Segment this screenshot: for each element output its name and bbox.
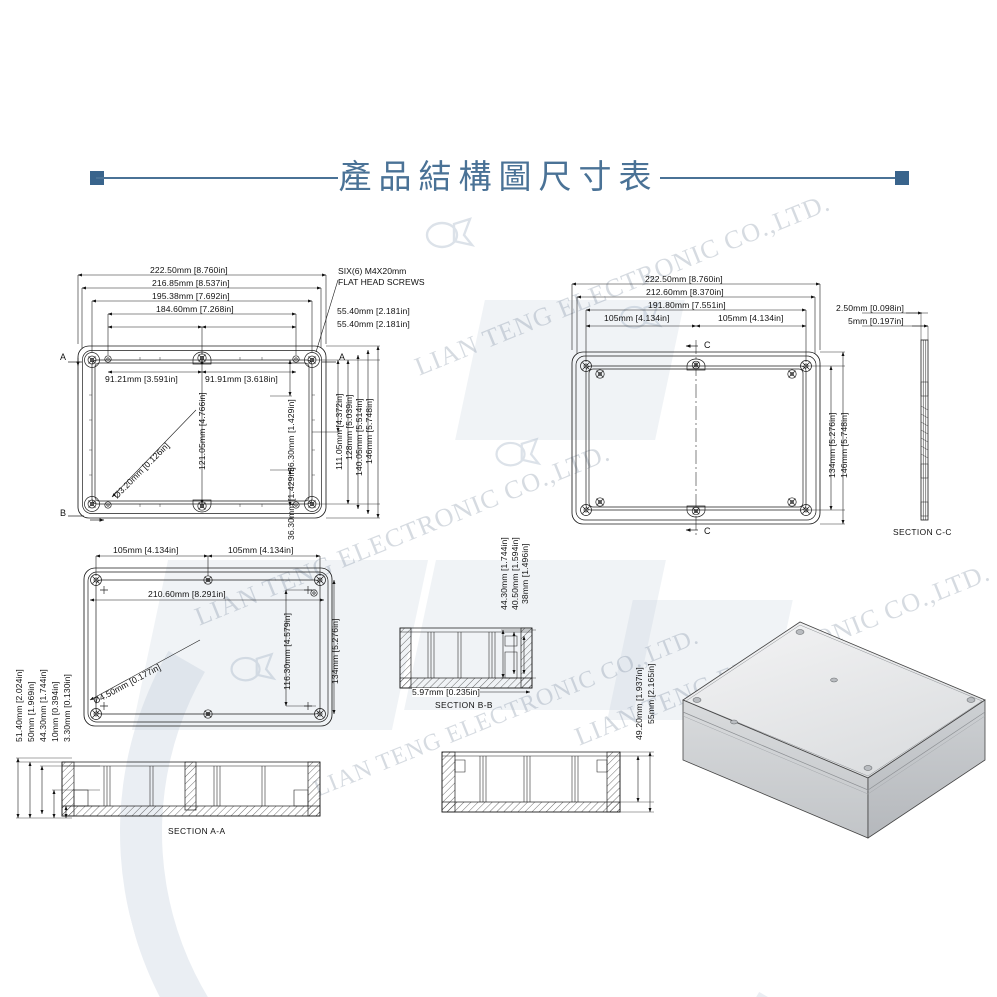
dim-label: 36.30mm [1.429in] xyxy=(286,467,296,540)
header-rule-left xyxy=(96,177,338,179)
section-mark-c-top: C xyxy=(704,340,711,350)
dim-label: 2.50mm [0.098in] xyxy=(836,303,904,313)
dim-label: 51.40mm [2.024in] xyxy=(14,669,24,742)
dim-label: 44.30mm [1.744in] xyxy=(38,669,48,742)
page-header: 產品結構圖尺寸表 xyxy=(0,148,997,208)
dim-label: 146mm [5.748in] xyxy=(364,398,374,464)
dim-label: 105mm [4.134in] xyxy=(228,545,294,555)
section-label-b-b: SECTION B-B xyxy=(435,700,493,710)
page-title: 產品結構圖尺寸表 xyxy=(338,157,659,196)
section-label-c-c: SECTION C-C xyxy=(893,527,952,537)
dim-label: 121.05mm [4.766in] xyxy=(197,392,207,470)
dim-label: 50mm [1.969in] xyxy=(26,681,36,742)
section-mark-a-right: A xyxy=(339,352,346,362)
dim-label: 140.05mm [5.514in] xyxy=(354,398,364,476)
dim-label: 40.50mm [1.594in] xyxy=(510,537,520,610)
dim-label: 10mm [0.394in] xyxy=(50,681,60,742)
dim-label: 36.30mm [1.429in] xyxy=(286,399,296,472)
dim-label: 38mm [1.496in] xyxy=(520,543,530,604)
section-label-a-a: SECTION A-A xyxy=(168,826,226,836)
dim-label: 5mm [0.197in] xyxy=(848,316,904,326)
dim-label: 55.40mm [2.181in] xyxy=(337,319,410,329)
dim-label: 91.91mm [3.618in] xyxy=(205,374,278,384)
dim-label: 44.30mm [1.744in] xyxy=(499,537,509,610)
dim-label: 210.60mm [8.291in] xyxy=(148,589,226,599)
dim-label: 55mm [2.165in] xyxy=(646,663,656,724)
dim-label: 216.85mm [8.537in] xyxy=(152,278,230,288)
screw-note: SIX(6) M4X20mm FLAT HEAD SCREWS xyxy=(338,266,425,287)
dim-label: 212.60mm [8.370in] xyxy=(646,287,724,297)
dim-label: 105mm [4.134in] xyxy=(718,313,784,323)
dim-label: 55.40mm [2.181in] xyxy=(337,306,410,316)
dim-label: 191.80mm [7.551in] xyxy=(648,300,726,310)
dim-label: 5.97mm [0.235in] xyxy=(412,687,480,697)
header-rule-cap-right xyxy=(895,171,909,185)
dim-label: 105mm [4.134in] xyxy=(113,545,179,555)
dim-label: 195.38mm [7.692in] xyxy=(152,291,230,301)
dim-label: 222.50mm [8.760in] xyxy=(645,274,723,284)
dim-label: 49.20mm [1.937in] xyxy=(634,667,644,740)
section-mark-b-left: B xyxy=(60,508,67,518)
dim-label: 134mm [5.276in] xyxy=(827,412,837,478)
dim-label: 3.30mm [0.130in] xyxy=(62,674,72,742)
dim-label: 222.50mm [8.760in] xyxy=(150,265,228,275)
dim-label: 91.21mm [3.591in] xyxy=(105,374,178,384)
section-mark-a-left: A xyxy=(60,352,67,362)
dim-label: 128mm [5.039in] xyxy=(344,394,354,460)
dim-label: 134mm [5.276in] xyxy=(330,618,340,684)
dim-label: 111.05mm [4.372in] xyxy=(334,393,344,470)
section-mark-c-bottom: C xyxy=(704,526,711,536)
header-rule-right xyxy=(660,177,902,179)
dim-label: 146mm [5.748in] xyxy=(839,412,849,478)
dim-label: 105mm [4.134in] xyxy=(604,313,670,323)
dim-label: 184.60mm [7.268in] xyxy=(156,304,234,314)
dim-label: 116.30mm [4.579in] xyxy=(282,612,292,690)
